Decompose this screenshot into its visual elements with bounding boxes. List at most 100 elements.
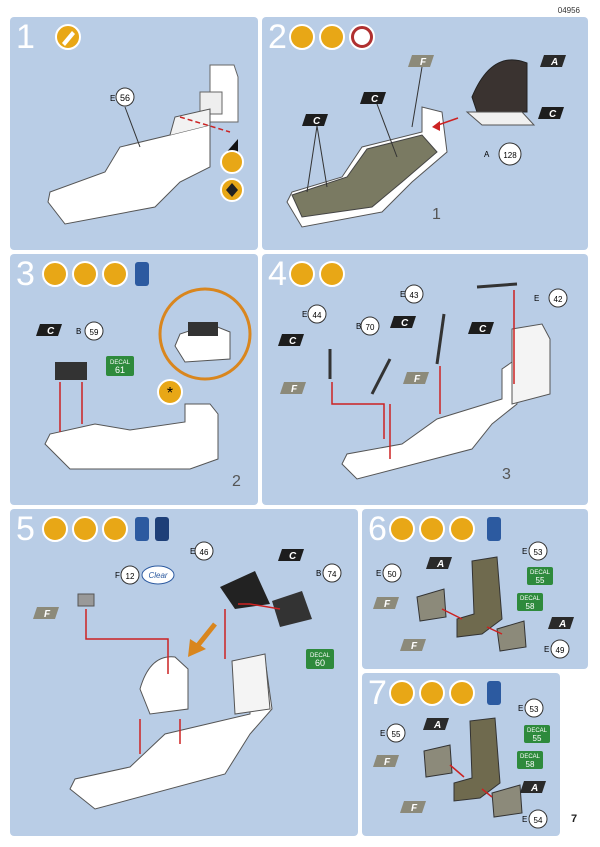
part-50 <box>416 588 447 622</box>
svg-text:F: F <box>420 57 427 68</box>
decal-soft-bottle-icon <box>487 517 501 541</box>
decal-icon <box>102 516 128 542</box>
color-callout-f: F <box>33 607 59 620</box>
decal-callout: DECAL 60 <box>306 649 334 669</box>
svg-text:F: F <box>44 609 51 620</box>
svg-text:C: C <box>289 551 297 562</box>
svg-text:55: 55 <box>536 576 545 585</box>
svg-text:C: C <box>289 336 297 347</box>
color-callout-c: C <box>302 114 328 127</box>
svg-text:55: 55 <box>533 734 542 743</box>
svg-text:E: E <box>544 645 549 654</box>
decal-callout: DECAL 55 <box>524 725 550 743</box>
svg-text:C: C <box>401 318 409 329</box>
svg-text:A: A <box>530 783 538 794</box>
svg-text:DECAL: DECAL <box>110 360 131 366</box>
svg-text:E: E <box>522 547 527 556</box>
svg-text:A: A <box>436 559 444 570</box>
color-callout-c: C <box>278 334 304 347</box>
svg-text:58: 58 <box>526 602 535 611</box>
part-number-42: 42 <box>554 295 563 304</box>
decal-soft-bottle-icon <box>135 517 149 541</box>
cockpit-tub <box>47 124 211 225</box>
color-callout-a: A <box>548 617 574 630</box>
part-49 <box>496 620 527 652</box>
part-54 <box>491 784 523 818</box>
color-callout-c: C <box>468 322 494 335</box>
step-7-illustration: A F A F E 53 E 55 E 54 DECAL 55 DECAL <box>373 680 550 829</box>
sub-assembly-number: 1 <box>432 206 441 223</box>
detail-callout <box>158 287 252 381</box>
svg-text:DECAL: DECAL <box>520 596 541 602</box>
document-number: 04956 <box>557 6 580 15</box>
part-number-53: 53 <box>534 548 543 557</box>
part-number-56: 56 <box>120 93 130 103</box>
svg-text:E: E <box>302 310 307 319</box>
part-number-43: 43 <box>410 291 419 300</box>
svg-text:C: C <box>371 94 379 105</box>
paint-icon <box>319 24 345 50</box>
step-1-panel: 1 56 E <box>10 17 258 250</box>
part-number-50: 50 <box>388 570 397 579</box>
paint-icon <box>72 261 98 287</box>
decal-soft-bottle-icon <box>135 262 149 286</box>
step-number: 6 <box>368 510 387 548</box>
paint-icon <box>419 516 445 542</box>
step-7-panel: 7 A F A F E 53 E 55 E 54 <box>362 673 560 836</box>
glue-icon <box>42 261 68 287</box>
step-2-illustration: F C C A C A 128 1 <box>286 24 566 228</box>
part-number-59: 59 <box>90 328 99 337</box>
glue-icon <box>42 516 68 542</box>
color-callout-c: C <box>538 107 564 120</box>
paint-icon <box>72 516 98 542</box>
part-prefix: E <box>110 94 115 103</box>
svg-text:A: A <box>433 720 441 731</box>
part-number-128: 128 <box>503 151 517 160</box>
part-46 <box>220 571 270 609</box>
svg-text:61: 61 <box>115 365 125 375</box>
step-3-illustration: * C B 59 DECAL 61 2 <box>36 261 252 490</box>
svg-text:F: F <box>384 599 391 610</box>
svg-text:E: E <box>534 294 539 303</box>
part-number-74: 74 <box>328 570 337 579</box>
part-55 <box>423 744 453 778</box>
part-number-55: 55 <box>392 730 401 739</box>
svg-text:B: B <box>76 327 81 336</box>
step-6-illustration: A F A F E 53 E 50 E 49 DECAL 55 DECAL <box>373 516 574 659</box>
color-callout-c: C <box>278 549 304 562</box>
svg-text:60: 60 <box>315 658 325 668</box>
svg-text:F: F <box>384 757 391 768</box>
color-callout-f: F <box>400 639 426 652</box>
decal-callout: DECAL 58 <box>517 751 543 769</box>
svg-text:F: F <box>411 803 418 814</box>
color-callout-c: C <box>36 324 62 337</box>
step-2-panel: 2 F C C A C <box>262 17 588 250</box>
color-callout-c: C <box>390 316 416 329</box>
clear-paint-icon <box>141 565 175 585</box>
svg-text:58: 58 <box>526 760 535 769</box>
glue-icon <box>289 261 315 287</box>
svg-text:E: E <box>522 815 527 824</box>
decal-callout: DECAL 55 <box>527 567 553 585</box>
svg-text:E: E <box>190 547 195 556</box>
part-12 <box>77 593 95 607</box>
decal-icon <box>449 516 475 542</box>
color-callout-c: C <box>360 92 386 105</box>
step-5-illustration: F C F 12 Clear E 46 B 74 DECAL 60 <box>33 516 342 810</box>
svg-text:A: A <box>550 57 558 68</box>
part-number-70: 70 <box>366 323 375 332</box>
seat-back-grid <box>511 323 551 405</box>
decal-soft-bottle-icon <box>487 681 501 705</box>
seat-block <box>139 656 189 715</box>
decal-fix-bottle-icon <box>155 517 169 541</box>
color-callout-f: F <box>280 382 306 395</box>
color-callout-f: F <box>403 372 429 385</box>
color-callout-f: F <box>408 55 434 68</box>
decal-callout: DECAL 61 <box>106 356 134 376</box>
svg-text:F: F <box>414 374 421 385</box>
step-number: 3 <box>16 255 35 293</box>
step-number: 1 <box>16 18 35 56</box>
decal-icon <box>449 680 475 706</box>
step-6-panel: 6 A F A F E 53 E 50 E 49 <box>362 509 588 669</box>
svg-text:E: E <box>518 704 523 713</box>
